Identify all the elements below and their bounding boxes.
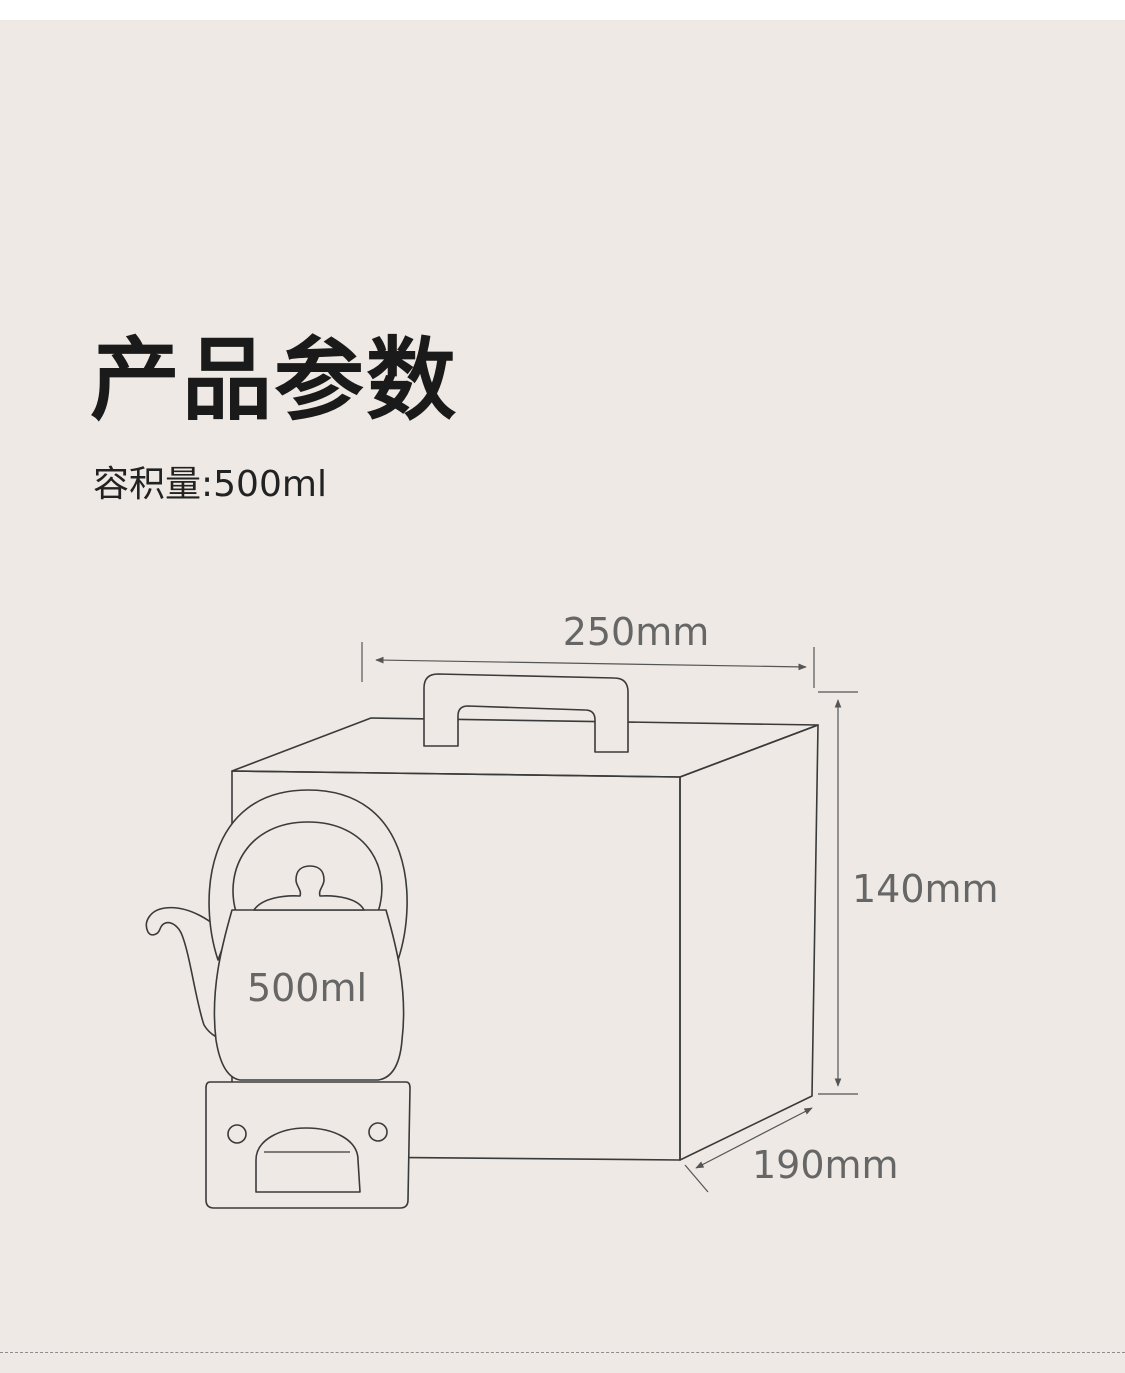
teapot-illustration <box>145 789 411 1209</box>
dimension-lines <box>361 642 858 1193</box>
warmer-hole-left <box>227 1124 247 1144</box>
dashed-divider <box>0 1352 1125 1353</box>
teapot-spout <box>145 906 233 1041</box>
capacity-value: 500ml <box>213 464 327 505</box>
width-dimension-label: 250mm <box>563 610 710 654</box>
box-handle <box>423 673 629 753</box>
depth-dimension-label: 190mm <box>752 1143 899 1187</box>
capacity-label: 容积量 <box>93 464 202 505</box>
depth-extension <box>684 1164 709 1193</box>
warmer-hole-right <box>368 1122 388 1142</box>
depth-dimension-arrow <box>695 1107 813 1169</box>
capacity-separator: : <box>201 464 214 505</box>
page-title: 产品参数 <box>90 328 458 433</box>
height-dimension-label: 140mm <box>852 867 999 911</box>
teapot-body <box>213 909 405 1081</box>
teapot-handle <box>208 789 408 961</box>
box-side-face <box>679 724 819 1161</box>
teapot-lid <box>253 865 365 911</box>
warmer-opening <box>255 1127 361 1193</box>
teapot-capacity-label: 500ml <box>247 966 367 1010</box>
box-top-face <box>231 717 819 778</box>
capacity-spec: 容积量:500ml <box>93 467 327 503</box>
width-dimension-arrow <box>375 656 807 671</box>
